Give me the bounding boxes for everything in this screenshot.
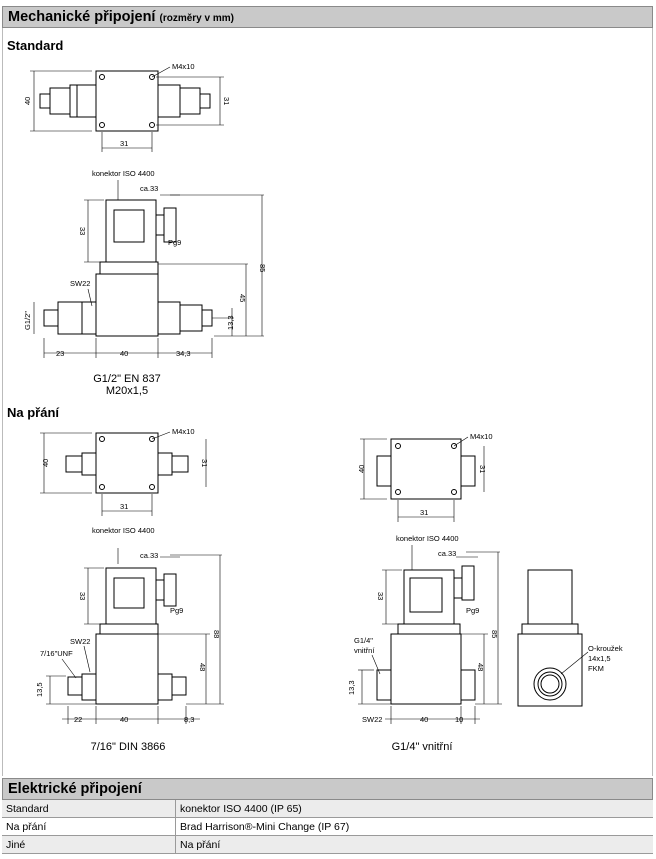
- svg-text:ca.33: ca.33: [140, 551, 158, 560]
- mechanical-drawings: 40 31 31 M4x10 konektor ISO 4400 ca.33 3…: [23, 62, 623, 724]
- internal-side-view: konektor ISO 4400 ca.33 33 Pg9 85 48 G1/…: [347, 534, 502, 724]
- svg-text:40: 40: [41, 459, 50, 467]
- svg-text:33: 33: [78, 592, 87, 600]
- svg-text:23: 23: [56, 349, 64, 358]
- electrical-table: Standard konektor ISO 4400 (IP 65) Na př…: [2, 800, 653, 854]
- svg-text:SW22: SW22: [362, 715, 382, 724]
- electrical-title: Elektrické připojení: [8, 781, 142, 797]
- svg-text:33: 33: [376, 592, 385, 600]
- svg-text:G1/2": G1/2": [23, 311, 32, 330]
- mechanical-title: Mechanické připojení (rozměry v mm): [8, 9, 234, 25]
- on-request-heading: Na přání: [7, 405, 60, 420]
- svg-text:33: 33: [78, 227, 87, 235]
- svg-text:31: 31: [120, 502, 128, 511]
- svg-text:31: 31: [420, 508, 428, 517]
- svg-text:Pg9: Pg9: [466, 606, 479, 615]
- electrical-section-header: Elektrické připojení: [2, 778, 653, 800]
- svg-text:22: 22: [74, 715, 82, 724]
- din-side-view: konektor ISO 4400 ca.33 33 Pg9 88 48 SW2…: [35, 526, 224, 724]
- svg-text:14x1,5: 14x1,5: [588, 654, 611, 663]
- caption-din: 7/16" DIN 3866: [90, 741, 166, 753]
- caption-standard: G1/2" EN 837 M20x1,5: [93, 373, 161, 397]
- svg-text:85: 85: [258, 264, 267, 272]
- svg-text:8,3: 8,3: [184, 715, 194, 724]
- front-view-o-ring: O-kroužek 14x1,5 FKM: [517, 569, 623, 707]
- svg-text:G1/4": G1/4": [354, 636, 373, 645]
- table-row: Standard konektor ISO 4400 (IP 65): [2, 800, 653, 818]
- internal-top-view: 40 31 31 M4x10: [357, 432, 493, 522]
- svg-text:vnitřní: vnitřní: [354, 646, 375, 655]
- svg-text:85: 85: [490, 630, 499, 638]
- svg-text:M4x10: M4x10: [172, 62, 195, 71]
- svg-text:34,3: 34,3: [176, 349, 191, 358]
- mechanical-section-header: Mechanické připojení (rozměry v mm): [2, 6, 653, 28]
- caption-internal: G1/4" vnitřní: [391, 741, 453, 753]
- svg-text:88: 88: [212, 630, 221, 638]
- svg-text:Pg9: Pg9: [170, 606, 183, 615]
- svg-text:40: 40: [120, 349, 128, 358]
- svg-text:Pg9: Pg9: [168, 238, 181, 247]
- svg-text:13,5: 13,5: [35, 682, 44, 697]
- svg-text:FKM: FKM: [588, 664, 604, 673]
- svg-text:ca.33: ca.33: [438, 549, 456, 558]
- svg-text:SW22: SW22: [70, 637, 90, 646]
- svg-text:31: 31: [200, 459, 209, 467]
- table-row: Na přání Brad Harrison®-Mini Change (IP …: [2, 817, 653, 836]
- svg-text:ca.33: ca.33: [140, 184, 158, 193]
- svg-text:M4x10: M4x10: [470, 432, 493, 441]
- svg-text:13,3: 13,3: [347, 680, 356, 695]
- svg-text:40: 40: [357, 465, 366, 473]
- svg-text:M4x10: M4x10: [172, 427, 195, 436]
- svg-text:konektor ISO 4400: konektor ISO 4400: [92, 169, 155, 178]
- din-top-view: 40 31 31 M4x10: [40, 427, 209, 516]
- svg-text:7/16"UNF: 7/16"UNF: [40, 649, 73, 658]
- svg-text:40: 40: [120, 715, 128, 724]
- svg-text:40: 40: [420, 715, 428, 724]
- standard-side-view: konektor ISO 4400 ca.33 33 Pg9 85 45 13,…: [23, 169, 267, 358]
- mechanical-subtitle: (rozměry v mm): [159, 13, 234, 24]
- svg-text:SW22: SW22: [70, 279, 90, 288]
- mechanical-content-frame: [2, 28, 653, 776]
- standard-heading: Standard: [7, 38, 64, 53]
- svg-text:48: 48: [476, 663, 485, 671]
- svg-text:13,3: 13,3: [226, 315, 235, 330]
- table-row: Jiné Na přání: [2, 835, 653, 854]
- dim-40: 40: [23, 97, 32, 105]
- svg-text:31: 31: [478, 465, 487, 473]
- svg-text:48: 48: [198, 663, 207, 671]
- svg-text:10: 10: [455, 715, 463, 724]
- svg-text:O-kroužek: O-kroužek: [588, 644, 623, 653]
- svg-text:31: 31: [222, 97, 231, 105]
- standard-top-view: 40 31 31 M4x10: [23, 62, 231, 152]
- svg-text:45: 45: [238, 294, 247, 302]
- svg-text:31: 31: [120, 139, 128, 148]
- svg-text:konektor ISO 4400: konektor ISO 4400: [92, 526, 155, 535]
- svg-text:konektor ISO 4400: konektor ISO 4400: [396, 534, 459, 543]
